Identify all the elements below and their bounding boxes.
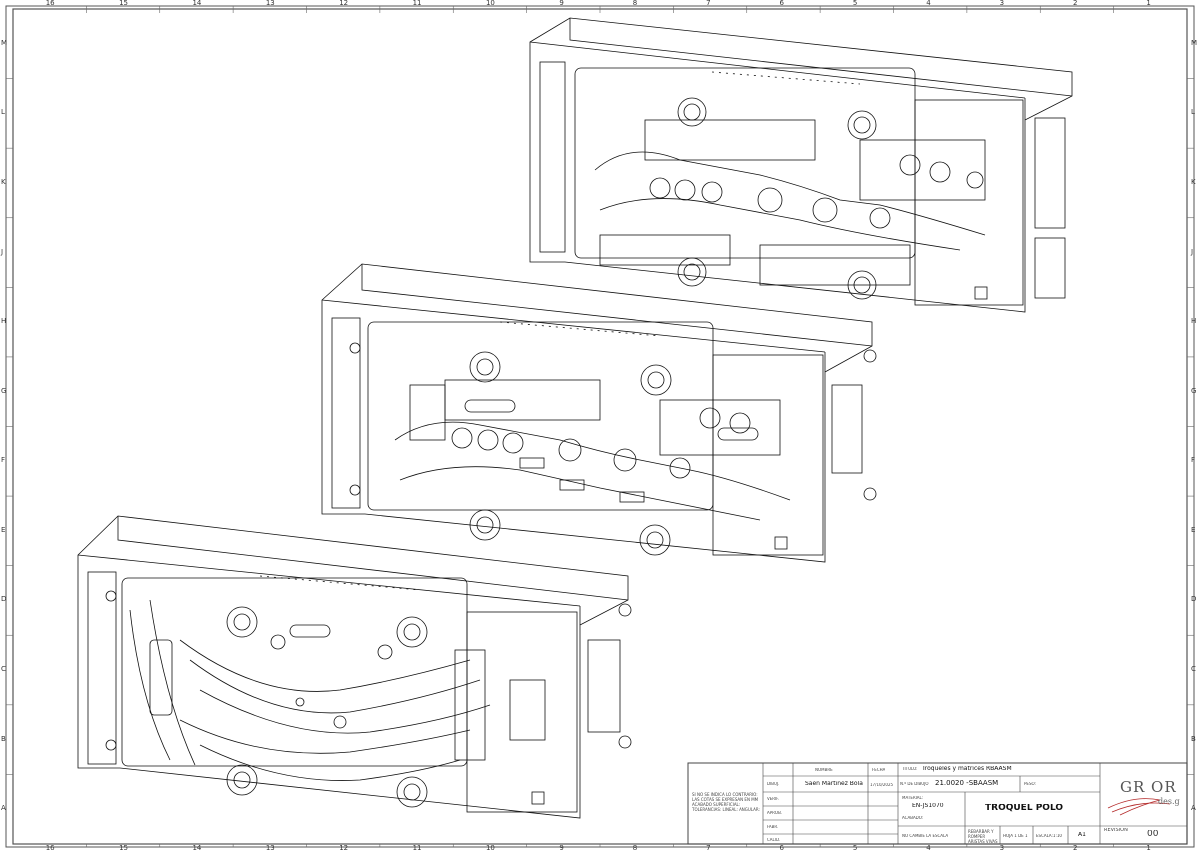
tb-finish-label: ACABADO: <box>902 816 924 820</box>
zone-col-top-16: 16 <box>45 0 55 7</box>
zone-col-bottom-9: 9 <box>559 844 564 852</box>
zone-col-bottom-15: 15 <box>119 844 128 852</box>
zone-col-bottom-12: 12 <box>339 844 349 852</box>
view-middle-die <box>321 263 877 563</box>
zone-col-top-13: 13 <box>265 0 275 7</box>
zone-col-top-1: 1 <box>1146 0 1151 7</box>
zone-col-bottom-3: 3 <box>999 844 1005 852</box>
zone-col-top-8: 8 <box>632 0 638 7</box>
tb-checked-label: VERIF. <box>767 797 780 801</box>
zone-col-top-9: 9 <box>559 0 564 7</box>
tb-drawn-date: 17/10/2025 <box>870 783 894 787</box>
zone-row-right-D: D <box>1191 595 1197 604</box>
tb-drawn-by: Saen Martinez Bola <box>805 781 863 787</box>
zone-col-top-10: 10 <box>485 0 495 7</box>
zone-row-left-D: D <box>1 595 7 604</box>
zone-row-right-B: B <box>1191 734 1196 743</box>
tb-weight-label: PESO: <box>1024 782 1036 786</box>
zone-row-left-J: J <box>1 247 4 256</box>
zone-col-top-7: 7 <box>706 0 711 7</box>
zone-col-top-12: 12 <box>339 0 349 7</box>
tb-tolerance-note: SI NO SE INDICA LO CONTRARIO: LAS COTAS … <box>692 792 760 812</box>
zone-col-bottom-14: 14 <box>192 844 202 852</box>
zone-row-right-G: G <box>1191 386 1197 395</box>
zone-row-right-E: E <box>1191 525 1196 534</box>
zone-row-left-A: A <box>1 804 6 813</box>
zone-col-bottom-7: 7 <box>706 844 711 852</box>
zone-col-bottom-1: 1 <box>1146 844 1151 852</box>
zone-col-top-14: 14 <box>192 0 202 7</box>
zone-row-right-M: M <box>1191 38 1198 47</box>
tb-hdr-date: FECHA <box>872 768 886 772</box>
view-lower-die <box>77 515 632 819</box>
tb-quality-label: CALID. <box>767 838 781 842</box>
tb-no-scale-note: NO CAMBIE LA ESCALA <box>902 834 949 838</box>
zone-col-bottom-13: 13 <box>265 844 275 852</box>
zone-row-left-F: F <box>1 456 6 465</box>
title-block-frame <box>687 762 1188 845</box>
company-logo-sub: des.g <box>1158 797 1180 806</box>
zone-row-left-E: E <box>1 525 6 534</box>
tb-dwg-no-label: N.º DE DIBUJO <box>900 782 929 786</box>
zone-col-top-5: 5 <box>852 0 858 7</box>
zone-col-bottom-11: 11 <box>412 844 422 852</box>
zone-row-left-C: C <box>1 665 6 674</box>
company-logo-swoosh <box>1107 798 1171 816</box>
zone-col-bottom-4: 4 <box>926 844 931 852</box>
zone-row-right-A: A <box>1191 804 1196 813</box>
tb-revision-label: REVISIÓN <box>1104 828 1128 833</box>
zone-row-right-K: K <box>1191 177 1196 186</box>
tb-hdr-title: TÍTULO: <box>902 767 918 771</box>
zone-row-right-L: L <box>1191 108 1195 117</box>
zone-col-bottom-16: 16 <box>45 844 55 852</box>
tb-project: Troqueles y matrices RBAASM <box>922 766 1012 772</box>
zone-col-top-4: 4 <box>926 0 931 7</box>
tb-break-edges-note: REBARBAR Y ROMPER ARISTAS VIVAS <box>968 829 998 844</box>
zone-row-left-L: L <box>1 108 5 117</box>
tb-material-label: MATERIAL: <box>902 796 924 800</box>
zone-row-left-G: G <box>1 386 7 395</box>
tb-material: EN-JS1070 <box>912 803 944 809</box>
tb-hdr-name: NOMBRE <box>815 768 833 772</box>
zone-col-bottom-8: 8 <box>632 844 638 852</box>
tb-drawn-label: DIBUJ. <box>767 782 780 786</box>
zone-row-left-B: B <box>1 734 6 743</box>
zone-col-bottom-2: 2 <box>1072 844 1078 852</box>
tb-revision: 00 <box>1147 830 1159 839</box>
zone-col-bottom-10: 10 <box>485 844 495 852</box>
tb-size: A1 <box>1078 832 1086 838</box>
tb-dwg-no: 21.0020 -SBAASM <box>935 780 999 787</box>
tb-part-title: TROQUEL POLO <box>985 804 1064 813</box>
zone-col-top-6: 6 <box>779 0 784 7</box>
tb-sheet: HOJA 1 DE 1 <box>1003 834 1028 838</box>
zone-ticks <box>6 6 1194 847</box>
zone-row-left-H: H <box>1 317 7 326</box>
zone-row-right-F: F <box>1191 456 1196 465</box>
zone-col-bottom-6: 6 <box>779 844 784 852</box>
zone-col-top-2: 2 <box>1072 0 1078 7</box>
zone-row-left-K: K <box>1 177 6 186</box>
zone-row-right-J: J <box>1191 247 1194 256</box>
company-logo: GR OR <box>1120 778 1177 796</box>
zone-row-right-H: H <box>1191 317 1197 326</box>
view-upper-die <box>529 17 1073 313</box>
zone-col-bottom-5: 5 <box>852 844 858 852</box>
tb-approved-label: APROB. <box>767 811 783 815</box>
tb-mfg-label: FABR. <box>767 825 779 829</box>
zone-col-top-11: 11 <box>412 0 422 7</box>
zone-row-left-M: M <box>1 38 8 47</box>
zone-col-top-3: 3 <box>999 0 1005 7</box>
zone-row-right-C: C <box>1191 665 1196 674</box>
tb-scale: ESCALA:1:10 <box>1036 834 1062 838</box>
zone-col-top-15: 15 <box>119 0 128 7</box>
